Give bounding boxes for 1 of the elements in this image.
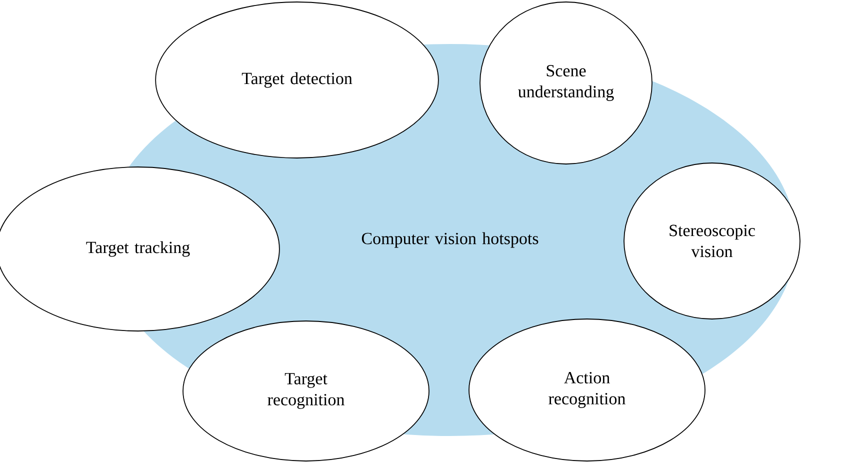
node-label: Target recognition [268,373,344,409]
